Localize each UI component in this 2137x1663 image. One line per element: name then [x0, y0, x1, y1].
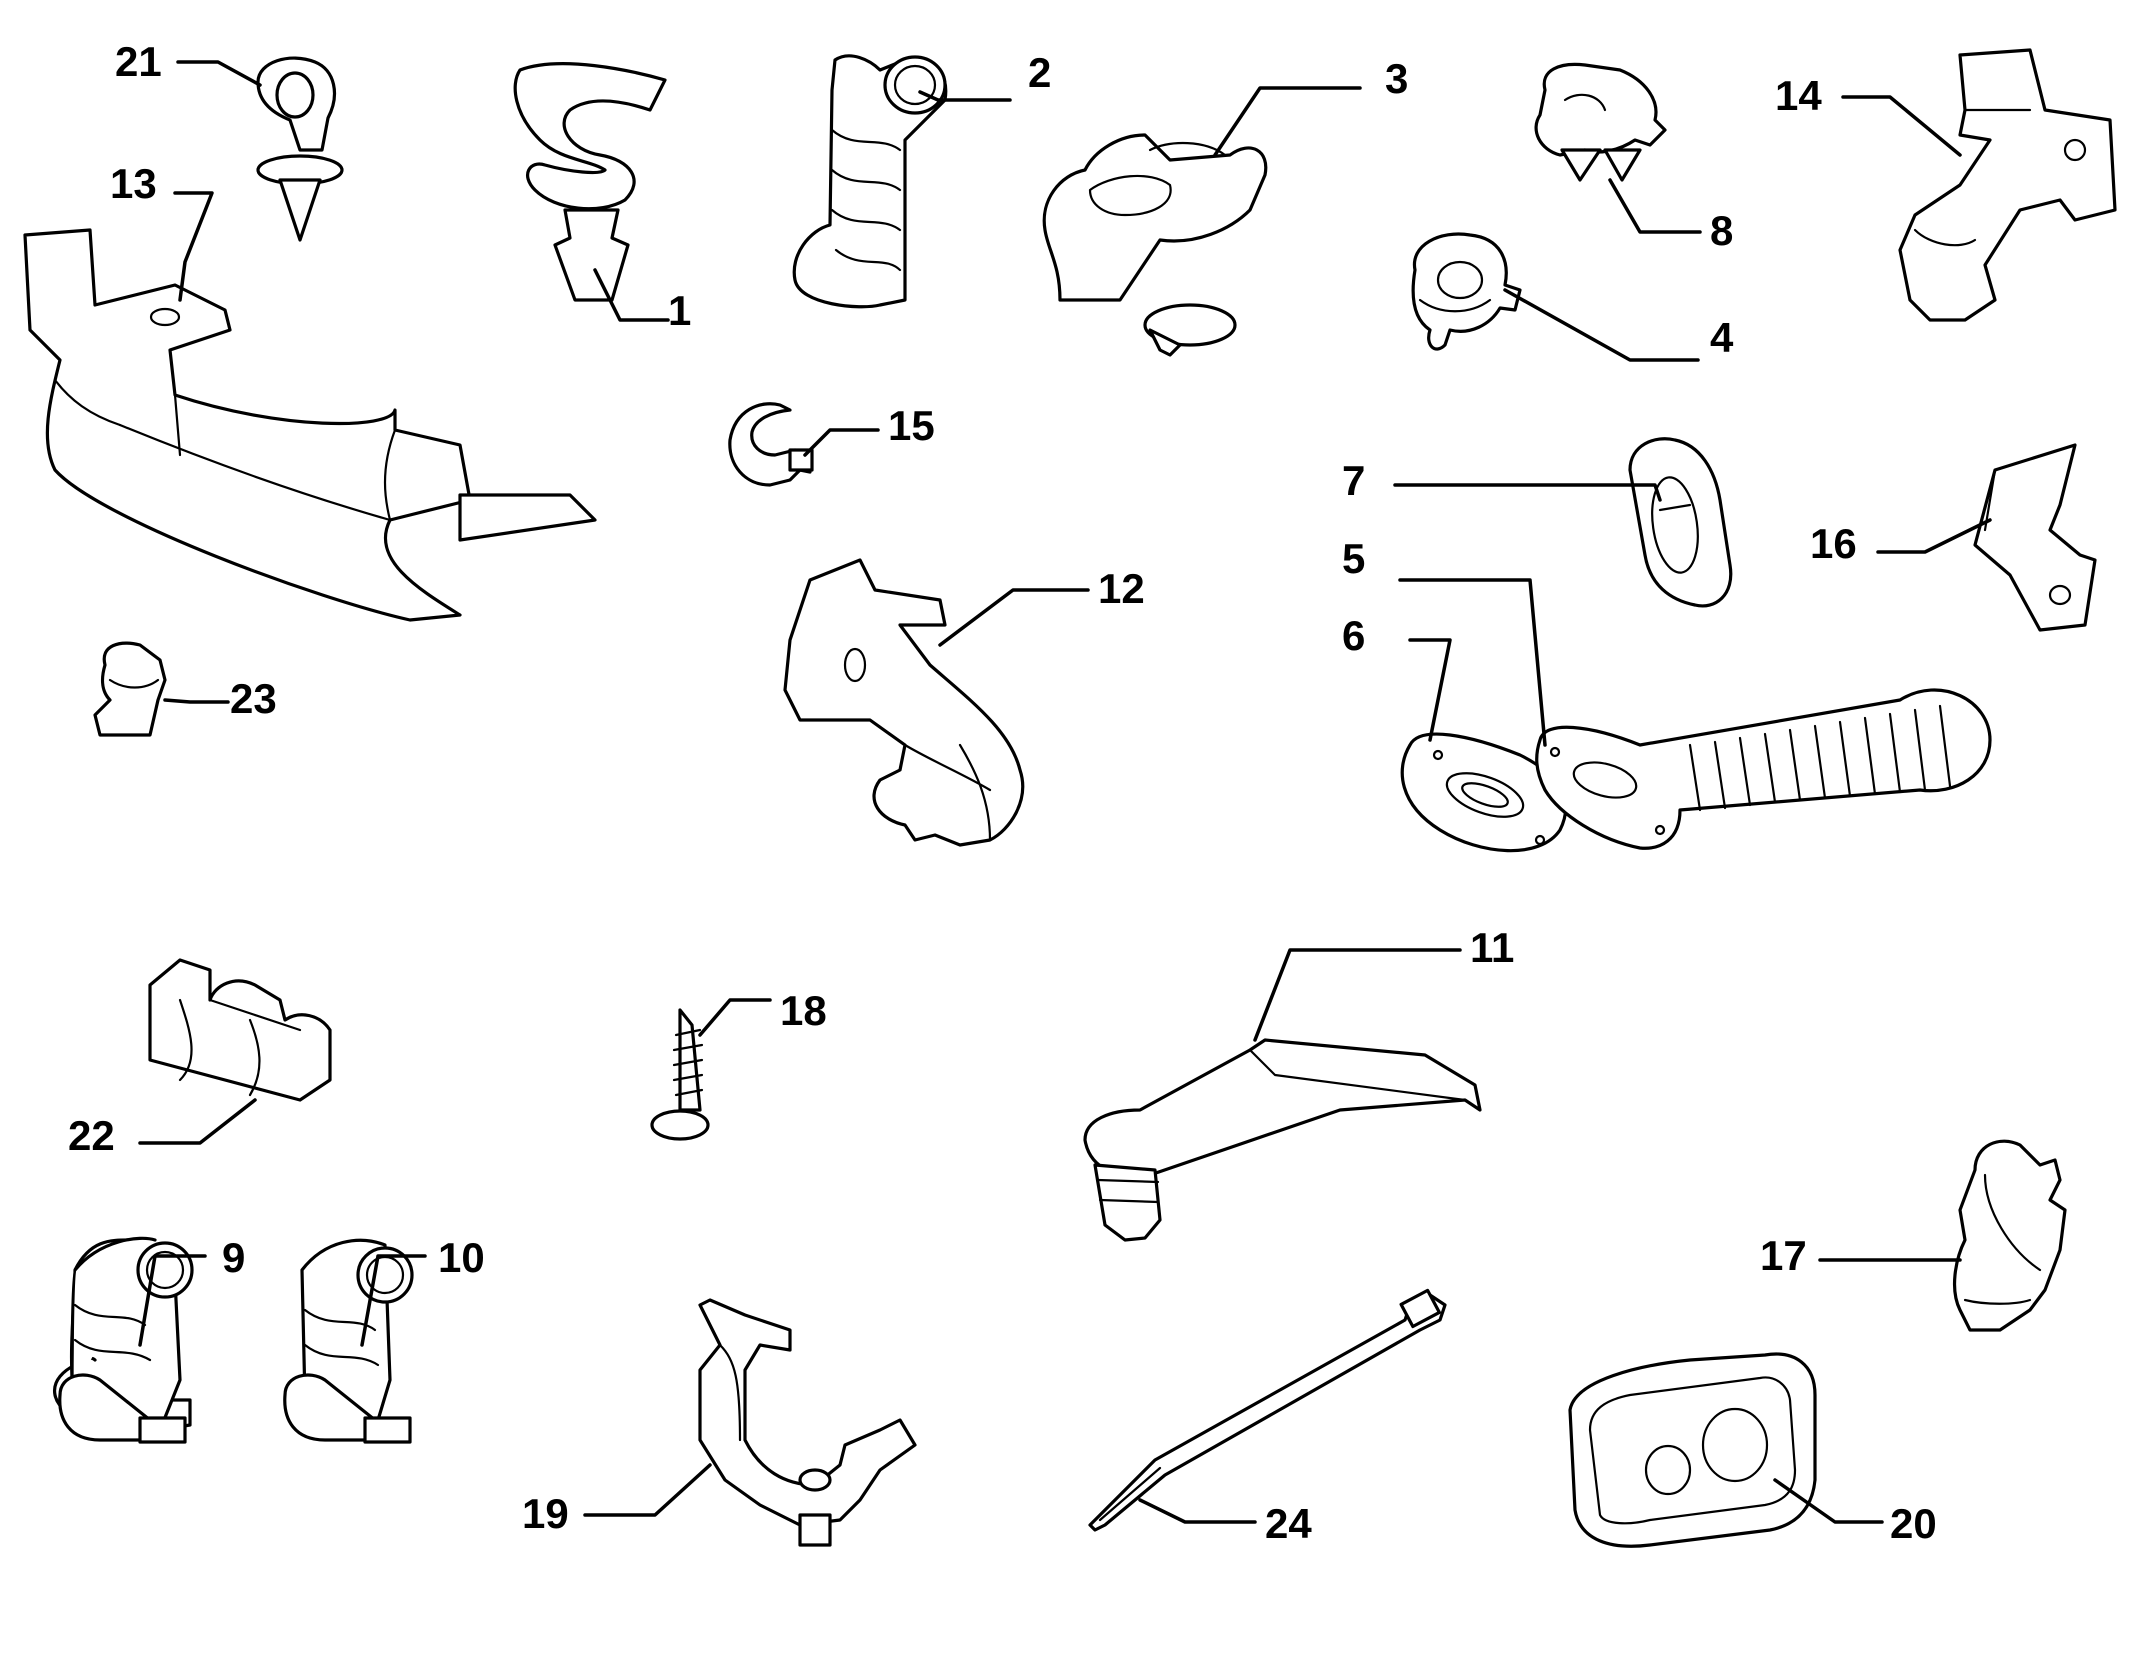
- callout-16: 16: [1810, 520, 1857, 567]
- part-2-bellows-tube: [792, 54, 948, 309]
- part-6-flat-grommet: [1400, 732, 1568, 853]
- part-22-tube-block: [148, 958, 332, 1102]
- callout-17: 17: [1760, 1232, 1807, 1279]
- callout-6: 6: [1342, 612, 1365, 659]
- callout-14: 14: [1775, 72, 1822, 119]
- callout-12: 12: [1098, 565, 1145, 612]
- callout-24: 24: [1265, 1500, 1312, 1547]
- callout-4: 4: [1710, 314, 1734, 361]
- callout-20: 20: [1890, 1500, 1937, 1547]
- callout-23: 23: [230, 675, 277, 722]
- part-8-double-ring-clip: [1534, 62, 1667, 182]
- part-23-small-clip: [93, 641, 167, 737]
- part-12-bracket-clip: [783, 558, 1025, 847]
- part-18-screw: [650, 1008, 710, 1141]
- leader-lines: [138, 60, 1992, 1524]
- callout-13: 13: [110, 160, 157, 207]
- callout-18: 18: [780, 987, 827, 1034]
- callout-22: 22: [68, 1112, 115, 1159]
- part-5-bellows-grommet: [1535, 688, 1992, 850]
- callout-3: 3: [1385, 55, 1408, 102]
- part-20-rubber-plug: [1568, 1352, 1817, 1548]
- part-11-lever-plug: [1083, 1038, 1482, 1242]
- callout-5: 5: [1342, 535, 1365, 582]
- callout-19: 19: [522, 1490, 569, 1537]
- part-7-oval-grommet: [1628, 437, 1733, 608]
- callout-2: 2: [1028, 49, 1051, 96]
- part-9-bellows-tube: [52, 1236, 194, 1444]
- part-17-clip: [1953, 1139, 2067, 1332]
- callout-15: 15: [888, 402, 935, 449]
- part-14-bracket: [1898, 48, 2117, 322]
- part-15-c-clip: [728, 402, 814, 487]
- part-4-round-clip: [1411, 232, 1522, 351]
- callout-labels: 21 13 1 2 3 8 14 4 15 7 5 16 12 6 23 11 …: [68, 38, 1937, 1547]
- part-10-bellows-tube: [283, 1238, 414, 1444]
- part-21-ring-clip: [256, 56, 344, 242]
- callout-7: 7: [1342, 457, 1365, 504]
- part-3-double-clip: [1042, 133, 1268, 357]
- part-24-cable-tie: [1088, 1288, 1447, 1532]
- callout-9: 9: [222, 1234, 245, 1281]
- callout-11: 11: [1470, 924, 1514, 971]
- part-13-cradle-support: [23, 228, 597, 622]
- part-19-strap-bracket: [698, 1298, 917, 1547]
- part-16-z-bracket: [1973, 443, 2097, 632]
- callout-10: 10: [438, 1234, 485, 1281]
- callout-1: 1: [668, 287, 691, 334]
- part-1-hook-clip: [513, 62, 667, 302]
- callout-8: 8: [1710, 207, 1733, 254]
- callout-21: 21: [115, 38, 162, 85]
